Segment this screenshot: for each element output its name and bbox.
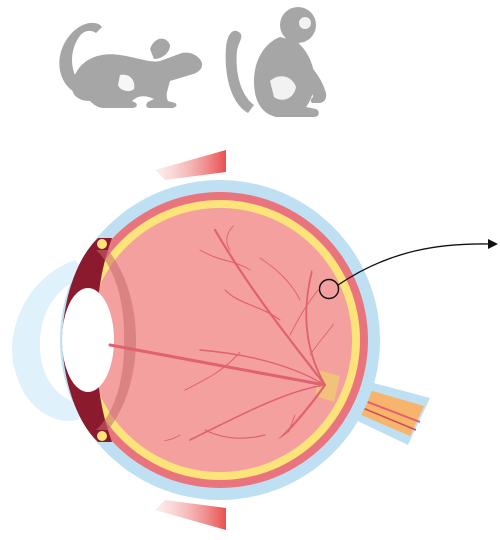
primate-icon <box>220 3 335 121</box>
inferior-muscle <box>155 500 226 530</box>
rodent-icon <box>50 15 205 110</box>
superior-muscle <box>155 150 226 180</box>
eye-cross-section <box>0 140 500 540</box>
callout-arrowhead <box>488 239 498 249</box>
lens <box>62 288 114 392</box>
